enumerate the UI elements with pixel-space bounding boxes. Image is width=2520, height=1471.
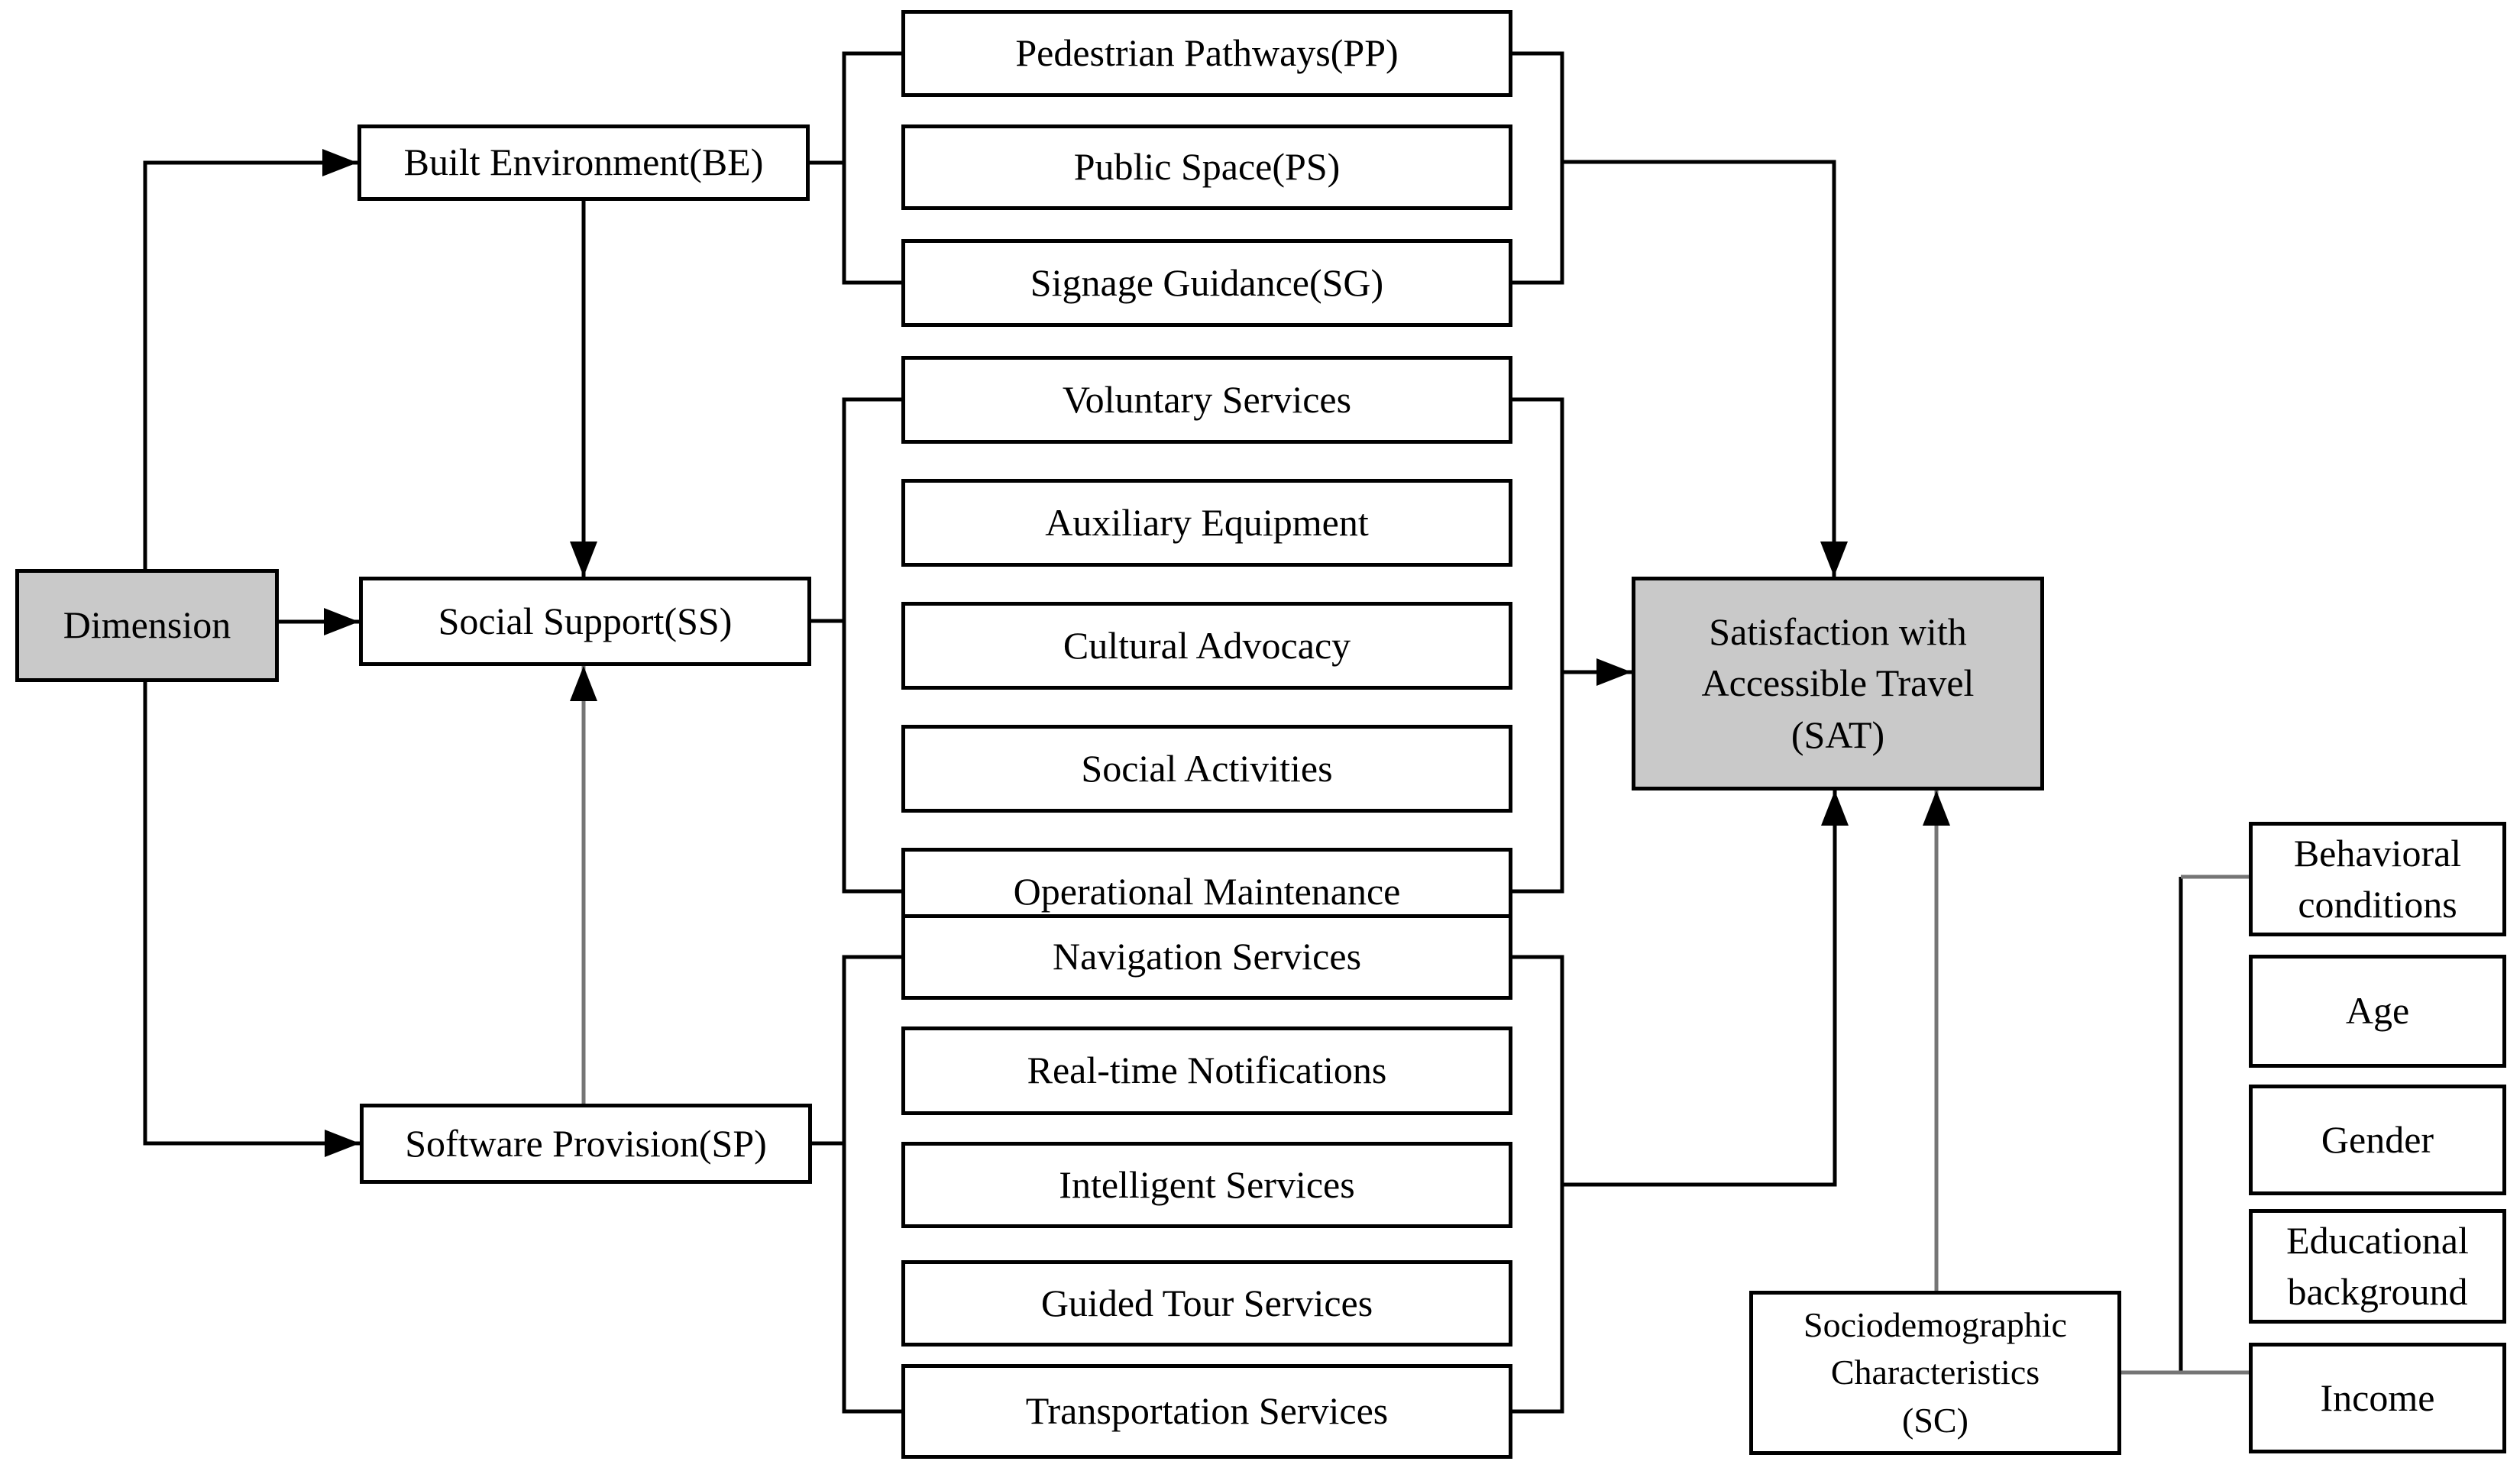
ss-indicators-left-bracket [842, 397, 901, 894]
ss-indicators-right-bracket [1512, 397, 1564, 894]
indicator-pedestrian-pathways: Pedestrian Pathways(PP) [901, 10, 1512, 97]
node-built-environment: Built Environment(BE) [357, 124, 810, 201]
edge-sp-indicators-to-sat [1562, 790, 1849, 1187]
indicator-behavioral-conditions: Behavioral conditions [2249, 822, 2506, 936]
node-sociodemographic-characteristics: Sociodemographic Characteristics (SC) [1749, 1291, 2121, 1455]
indicator-educational-background: Educational background [2249, 1209, 2506, 1324]
indicator-voluntary-services: Voluntary Services [901, 356, 1512, 444]
indicator-navigation-services: Navigation Services [901, 914, 1512, 1000]
be-indicators-right-bracket [1512, 51, 1564, 285]
indicator-guided-tour-services: Guided Tour Services [901, 1260, 1512, 1347]
indicator-public-space: Public Space(PS) [901, 124, 1512, 210]
node-sat: Satisfaction with Accessible Travel (SAT… [1632, 577, 2044, 790]
indicator-income: Income [2249, 1343, 2506, 1453]
sp-indicators-right-bracket [1512, 955, 1564, 1414]
indicator-auxiliary-equipment: Auxiliary Equipment [901, 479, 1512, 567]
edge-be-indicators-to-sat [1562, 160, 1848, 577]
indicator-signage-guidance: Signage Guidance(SG) [901, 239, 1512, 327]
edge-dimension-to-built-environment [143, 149, 357, 569]
indicator-age: Age [2249, 955, 2506, 1068]
node-software-provision: Software Provision(SP) [360, 1104, 812, 1184]
indicator-cultural-advocacy: Cultural Advocacy [901, 602, 1512, 690]
edge-dimension-to-software-provision [143, 682, 360, 1157]
indicator-gender: Gender [2249, 1085, 2506, 1195]
indicator-transportation-services: Transportation Services [901, 1364, 1512, 1459]
node-social-support: Social Support(SS) [359, 577, 811, 666]
indicator-social-activities: Social Activities [901, 725, 1512, 813]
indicator-real-time-notifications: Real-time Notifications [901, 1026, 1512, 1115]
indicator-intelligent-services: Intelligent Services [901, 1142, 1512, 1228]
sp-indicators-left-bracket [842, 955, 901, 1414]
be-indicators-left-bracket [842, 51, 901, 285]
node-dimension: Dimension [15, 569, 279, 682]
